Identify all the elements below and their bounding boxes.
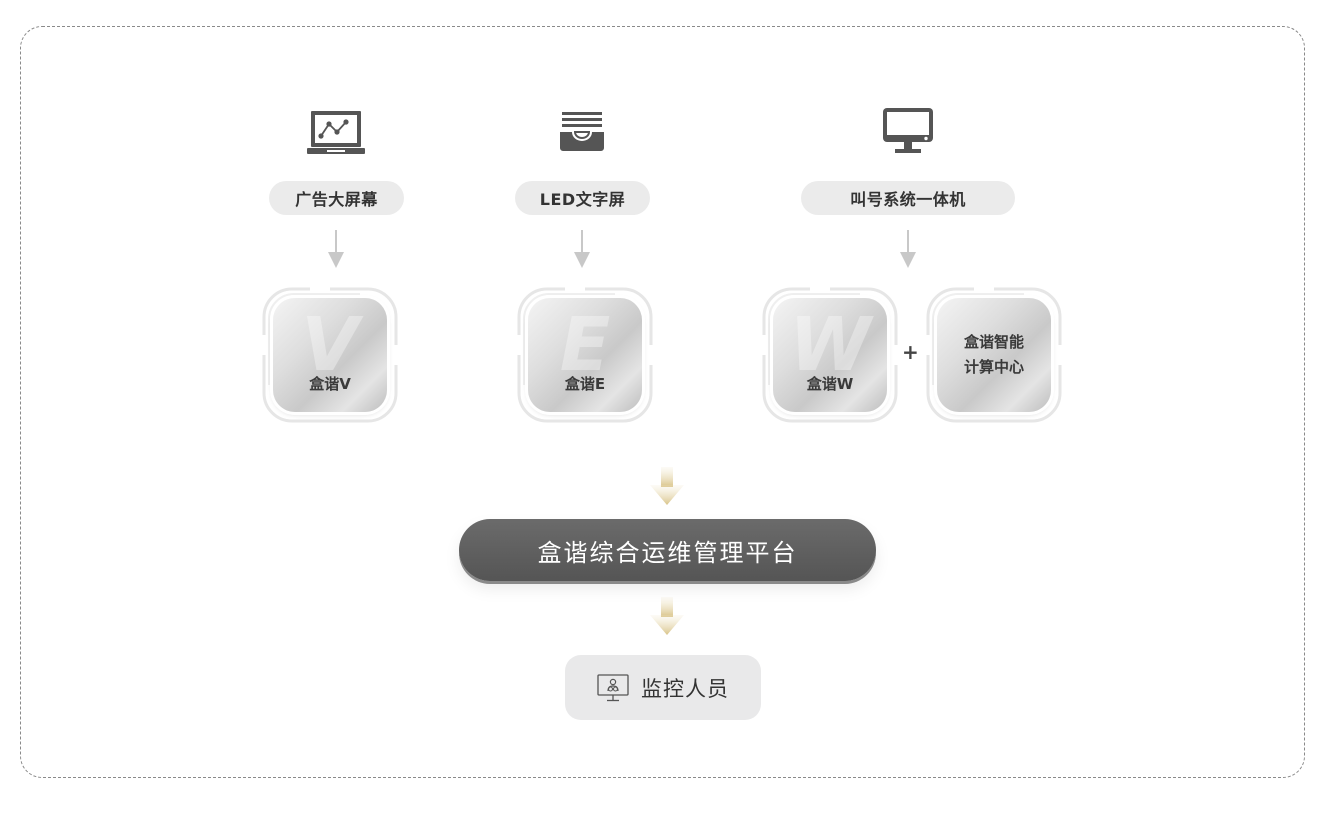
source-label-ad-screen: 广告大屏幕	[269, 181, 404, 215]
tile-ring-decoration	[517, 287, 653, 423]
laptop-chart-icon	[307, 111, 365, 154]
box-label: 盒谐E	[564, 375, 606, 393]
gold-arrow-down-icon	[650, 597, 684, 635]
source-label-led-screen: LED文字屏	[515, 181, 650, 215]
box-letter: V	[301, 302, 359, 388]
arrow-down-icon	[900, 230, 916, 268]
plus-sign: +	[902, 340, 919, 364]
diagram-frame	[20, 26, 1305, 778]
monitor-staff-box: 监控人员	[565, 655, 761, 720]
platform-banner: 盒谐综合运维管理平台	[459, 519, 876, 581]
box-label: 盒谐W	[806, 375, 854, 393]
box-compute-center: 盒谐智能计算中心	[924, 285, 1064, 425]
tile-ring-decoration	[262, 287, 398, 423]
monitor-person-icon	[597, 673, 629, 701]
box-label: 盒谐智能计算中心	[963, 333, 1024, 376]
desktop-monitor-icon	[883, 108, 933, 153]
tile-ring-decoration	[762, 287, 898, 423]
gold-arrow-down-icon	[650, 467, 684, 505]
source-label-queue-kiosk: 叫号系统一体机	[801, 181, 1015, 215]
box-letter: W	[789, 302, 871, 388]
arrow-down-icon	[574, 230, 590, 268]
led-display-icon	[560, 112, 604, 151]
tile-ring-decoration	[926, 287, 1062, 423]
box-letter: E	[559, 302, 611, 388]
monitor-staff-label: 监控人员	[641, 676, 729, 701]
arrow-down-icon	[328, 230, 344, 268]
box-label: 盒谐V	[309, 375, 351, 393]
